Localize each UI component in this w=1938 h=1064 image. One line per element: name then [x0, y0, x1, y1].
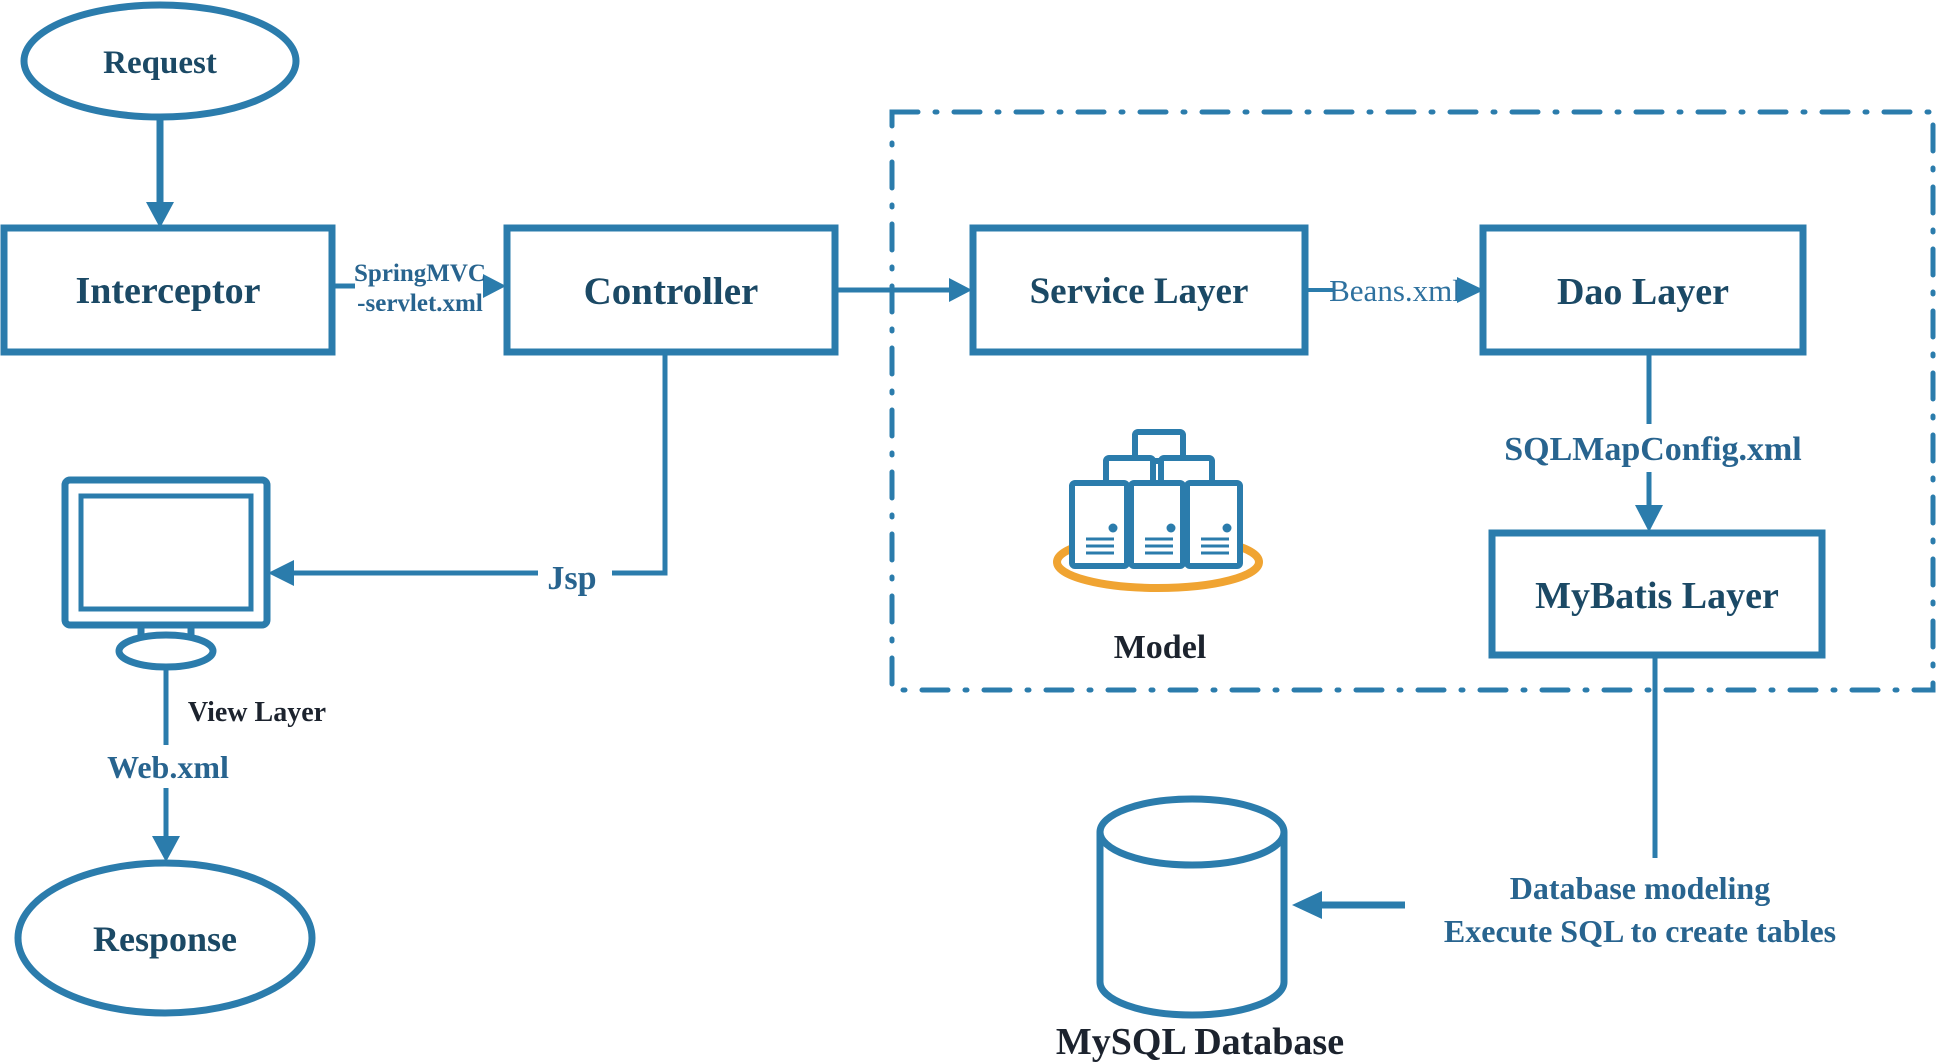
- service-layer-label: Service Layer: [1030, 271, 1249, 312]
- server-slots-1: [1086, 537, 1114, 555]
- server-led-2: [1166, 523, 1176, 533]
- mysql-database-label: MySQL Database: [1056, 1021, 1344, 1063]
- database-cylinder-icon: [1096, 795, 1288, 1019]
- monitor-screen: [78, 493, 254, 612]
- server-slots-3: [1201, 537, 1229, 555]
- dao-layer-box: [1479, 224, 1807, 356]
- interceptor-label: Interceptor: [75, 270, 260, 312]
- edge-label-web-xml: Web.xml: [107, 749, 229, 785]
- model-label: Model: [1114, 629, 1207, 666]
- jsp-connector-right-segment: [612, 352, 668, 576]
- edge-label-springmvc-line2: -servlet.xml: [357, 290, 483, 317]
- mybatis-layer-label: MyBatis Layer: [1535, 575, 1779, 617]
- cylinder-top: [1096, 795, 1288, 869]
- controller-label: Controller: [584, 270, 759, 313]
- response-node-ellipse: [14, 859, 316, 1017]
- response-label: Response: [93, 919, 237, 959]
- monitor-stand-base: [115, 631, 217, 671]
- edge-label-sqlmapconfig: SQLMapConfig.xml: [1504, 431, 1802, 468]
- database-modeling-label-line1: Database modeling: [1510, 870, 1770, 906]
- arrow-web-response-head: [152, 836, 180, 862]
- cylinder-body: [1096, 832, 1288, 1019]
- mybatis-layer-box: [1488, 529, 1826, 659]
- dao-layer-label: Dao Layer: [1557, 271, 1729, 313]
- arrow-controller-service-head: [949, 278, 972, 302]
- database-modeling-label-line2: Execute SQL to create tables: [1444, 913, 1836, 949]
- service-layer-box: [969, 224, 1309, 356]
- server-led-3: [1222, 523, 1232, 533]
- arrow-jsp-monitor-head: [268, 560, 294, 586]
- interceptor-box: [0, 224, 336, 356]
- spring-container-dashed-border: [889, 109, 1936, 693]
- monitor-icon: [61, 476, 271, 671]
- view-layer-label: View Layer: [188, 697, 326, 728]
- edge-beans-head: [1457, 277, 1484, 303]
- request-node-ellipse: [20, 1, 300, 121]
- arrow-request-interceptor-head: [146, 202, 174, 228]
- server-led-1: [1108, 523, 1118, 533]
- arrow-sqlmap-mybatis-head: [1635, 505, 1663, 532]
- edge-label-beans-xml: Beans.xml: [1329, 273, 1461, 308]
- edge-label-springmvc-line1: SpringMVC: [354, 260, 486, 287]
- edge-interceptor-controller-head: [483, 274, 506, 298]
- request-label: Request: [103, 45, 217, 81]
- edge-label-jsp: Jsp: [547, 560, 596, 597]
- arrow-to-database-head: [1292, 891, 1322, 919]
- model-server-icon: [1053, 429, 1263, 592]
- server-slots-2: [1145, 537, 1173, 555]
